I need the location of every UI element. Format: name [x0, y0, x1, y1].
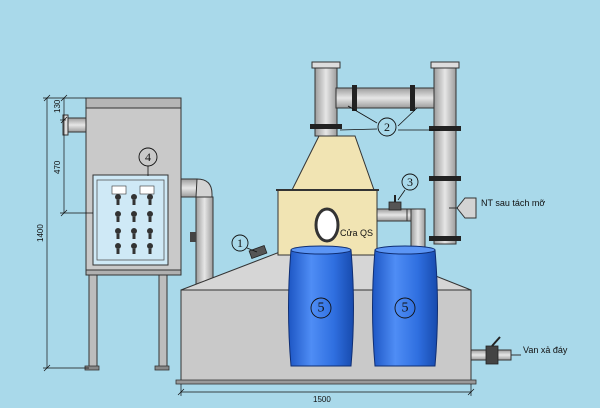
- drum-left: [288, 245, 354, 367]
- separated-water-label: NT sau tách mỡ: [481, 198, 545, 208]
- panel-switch: [147, 228, 153, 234]
- panel-switch: [115, 243, 121, 249]
- drain-valve-label: Van xả đáy: [523, 345, 568, 355]
- panel-switch: [131, 211, 137, 217]
- panel-switch-base: [148, 200, 152, 205]
- hood: [276, 135, 408, 256]
- panel-switch-base: [116, 234, 120, 239]
- leader-lines: [147, 105, 440, 253]
- panel-switch: [115, 194, 121, 200]
- panel-switch-base: [116, 200, 120, 205]
- callout-1: 1: [231, 234, 249, 252]
- panel-switch-base: [116, 249, 120, 254]
- separated-water-inlet: [449, 197, 477, 219]
- panel-switch: [115, 211, 121, 217]
- callout-2-text: 2: [384, 120, 390, 134]
- panel-buttons: [111, 185, 155, 254]
- panel-switch: [131, 243, 137, 249]
- panel-switch: [131, 194, 137, 200]
- panel-display: [139, 185, 155, 195]
- panel-switch-base: [148, 249, 152, 254]
- callout-5-left: 5: [310, 297, 332, 319]
- callout-1-text: 1: [237, 236, 243, 250]
- panel-switch-base: [132, 217, 136, 222]
- dimension-lines-left: [43, 94, 93, 372]
- callout-3: 3: [401, 173, 419, 191]
- callout-4: 4: [138, 147, 158, 167]
- dimension-line-bottom: [177, 384, 475, 396]
- callout-5-right: 5: [394, 297, 416, 319]
- dimension-1400: 1400: [36, 224, 45, 242]
- panel-switch: [131, 228, 137, 234]
- panel-switch: [115, 228, 121, 234]
- dimension-130: 130: [53, 99, 62, 113]
- panel-display: [111, 185, 127, 195]
- panel-switch: [147, 243, 153, 249]
- panel-switch: [147, 211, 153, 217]
- panel-switch-base: [116, 217, 120, 222]
- callout-4-text: 4: [145, 150, 151, 164]
- panel-switch-base: [132, 249, 136, 254]
- top-ducting: [310, 61, 461, 245]
- drum-right: [372, 245, 438, 367]
- panel-switch-base: [148, 234, 152, 239]
- callout-3-text: 3: [407, 175, 413, 189]
- panel-switch-base: [132, 200, 136, 205]
- dimension-470: 470: [53, 160, 62, 174]
- inlet-fitting: [248, 244, 268, 260]
- callout-5-left-text: 5: [318, 301, 325, 316]
- connecting-pipe: [180, 178, 214, 288]
- valve-pipe: [388, 195, 426, 248]
- panel-switch-base: [132, 234, 136, 239]
- panel-switch-base: [148, 217, 152, 222]
- dimension-1500: 1500: [313, 395, 331, 404]
- panel-switch: [147, 194, 153, 200]
- inspection-door-label: Cửa QS: [340, 228, 373, 238]
- callout-5-right-text: 5: [402, 301, 409, 316]
- callout-2: 2: [377, 117, 397, 137]
- drain-valve-assembly: [470, 336, 521, 365]
- control-panel: [92, 174, 169, 266]
